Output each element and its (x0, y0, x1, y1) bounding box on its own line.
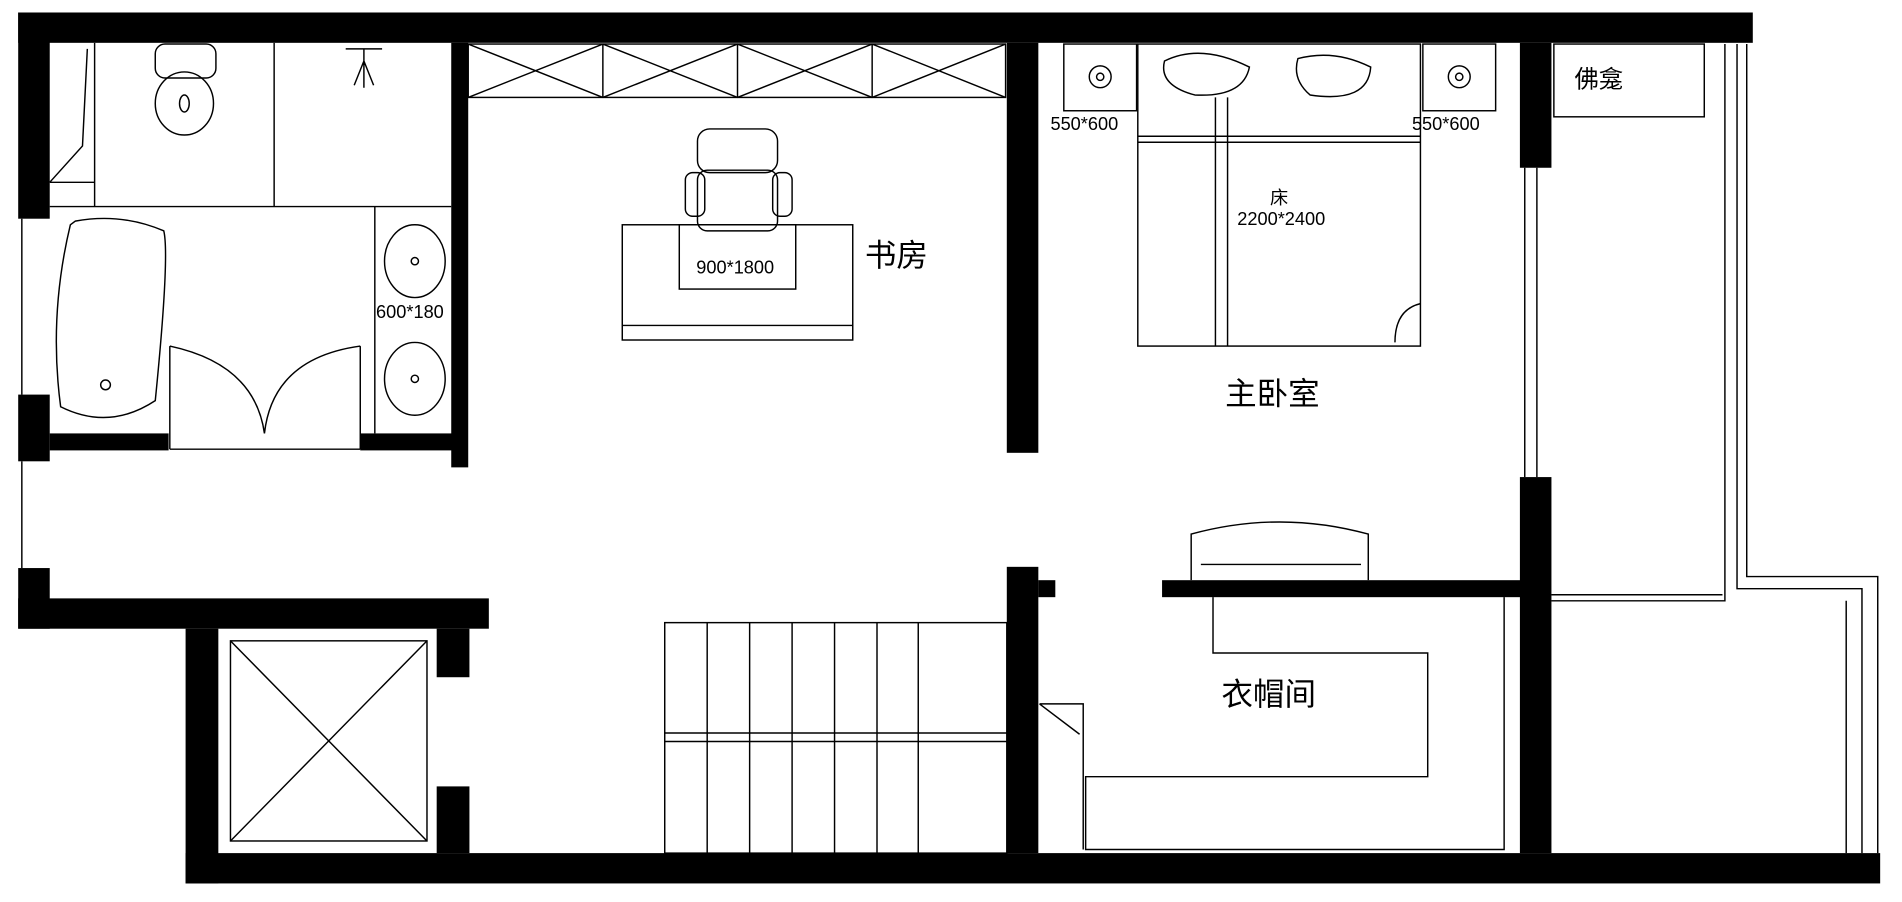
bedroom-furniture: 550*600 550*600 床 2200*2400 主卧室 (1050, 43, 1538, 581)
bathtub-icon (55, 217, 167, 419)
balcony: 佛龛 (1551, 43, 1879, 854)
vanity-dimension: 600*180 (376, 302, 444, 322)
shower-icon (345, 48, 383, 88)
bed-label: 床 (1270, 188, 1288, 208)
room-label-master-bedroom: 主卧室 (1225, 376, 1320, 412)
cloakroom: 衣帽间 (1039, 597, 1505, 851)
walls (18, 12, 1881, 884)
nightstand-right-dimension: 550*600 (1412, 114, 1480, 134)
office-chair-icon (684, 128, 793, 232)
sink-icon (383, 224, 446, 416)
stairs (664, 621, 1008, 854)
desk (621, 224, 854, 341)
room-label-cloakroom: 衣帽间 (1222, 677, 1317, 713)
study-furniture: 900*1800 书房 (467, 43, 1007, 341)
room-label-shrine: 佛龛 (1574, 67, 1623, 94)
shower-doors (169, 345, 361, 450)
room-label-study: 书房 (865, 238, 928, 274)
elevator-shaft (229, 640, 428, 842)
bench-icon (1190, 521, 1370, 581)
bathroom-fixtures: 600*180 (21, 42, 452, 569)
toilet-icon (154, 43, 217, 136)
bed-dimension: 2200*2400 (1237, 209, 1325, 229)
nightstand-left-dimension: 550*600 (1050, 114, 1118, 134)
bed-icon (1137, 43, 1422, 347)
desk-dimension: 900*1800 (696, 257, 774, 277)
